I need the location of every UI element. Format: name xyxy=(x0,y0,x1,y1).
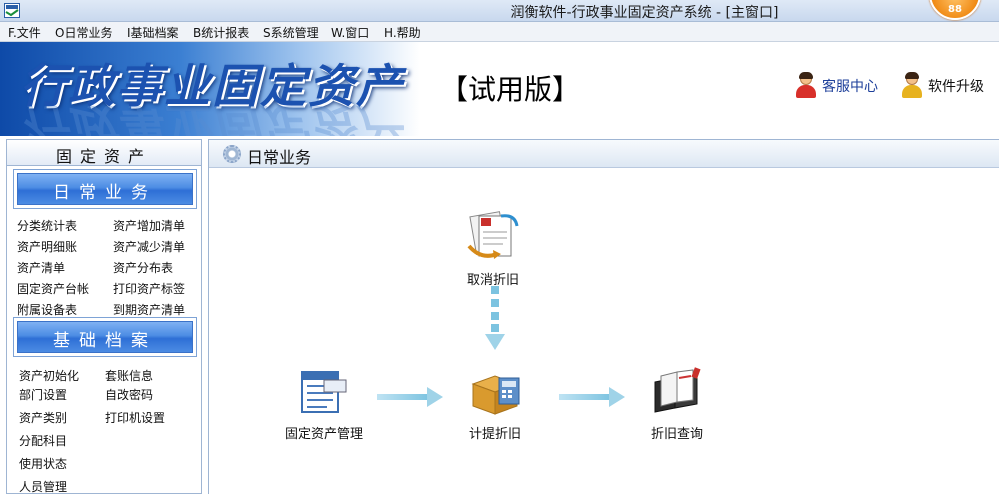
section-daily-label: 日常业务 xyxy=(17,173,193,205)
sidebar: 固定资产 日常业务 分类统计表 资产增加清单 资产明细账 资产减少清单 资产清单… xyxy=(6,139,202,494)
depreciation-query-label: 折旧查询 xyxy=(650,427,703,442)
upgrade-icon xyxy=(900,72,924,99)
trial-label: 【试用版】 xyxy=(440,73,581,106)
asset-management-icon xyxy=(301,371,347,413)
gear-icon xyxy=(223,145,241,163)
asset-management-node[interactable]: 固定资产管理 xyxy=(274,364,374,442)
depreciation-query-icon xyxy=(654,367,701,413)
link-asset-register[interactable]: 固定资产台帐 xyxy=(17,282,90,296)
link-assign-subject[interactable]: 分配科目 xyxy=(19,434,68,448)
accrue-depreciation-icon xyxy=(471,375,520,415)
link-asset-increase[interactable]: 资产增加清单 xyxy=(113,219,186,233)
depreciation-query-node[interactable]: 折旧查询 xyxy=(637,364,717,442)
section-archive-button[interactable]: 基础档案 xyxy=(13,317,197,357)
link-category-stats[interactable]: 分类统计表 xyxy=(17,219,78,233)
menu-file[interactable]: F.文件 xyxy=(8,26,41,40)
panel-title: 日常业务 xyxy=(247,148,312,167)
main-panel: 日常业务 取消折旧 xyxy=(208,139,999,494)
link-asset-category[interactable]: 资产类别 xyxy=(19,411,68,425)
link-account-info[interactable]: 套账信息 xyxy=(105,369,154,383)
link-asset-ledger[interactable]: 资产明细账 xyxy=(17,240,78,254)
link-change-password[interactable]: 自改密码 xyxy=(105,388,154,402)
link-usage-status[interactable]: 使用状态 xyxy=(19,457,68,471)
customer-service-link[interactable]: 客服中心 xyxy=(794,72,878,100)
link-asset-distribution[interactable]: 资产分布表 xyxy=(113,261,174,275)
accrue-depreciation-node[interactable]: 计提折旧 xyxy=(455,364,535,442)
link-asset-decrease[interactable]: 资产减少清单 xyxy=(113,240,186,254)
menu-system[interactable]: S系统管理 xyxy=(263,26,319,40)
menu-window[interactable]: W.窗口 xyxy=(331,26,370,40)
banner: 行政事业固定资产 行政事业固定资产 【试用版】 客服中心 软件升级 xyxy=(0,42,999,136)
upgrade-link[interactable]: 软件升级 xyxy=(900,72,984,100)
arrow-right-icon xyxy=(559,387,625,407)
product-logo: 行政事业固定资产 xyxy=(20,59,404,113)
product-logo-reflection: 行政事业固定资产 xyxy=(20,106,404,136)
link-accessory-table[interactable]: 附属设备表 xyxy=(17,303,78,317)
panel-header: 日常业务 xyxy=(209,140,999,168)
asset-management-label: 固定资产管理 xyxy=(284,427,363,442)
app-icon xyxy=(4,3,20,18)
accrue-depreciation-label: 计提折旧 xyxy=(468,427,521,442)
cancel-depreciation-label: 取消折旧 xyxy=(466,273,519,288)
arrow-down-icon xyxy=(485,286,505,352)
customer-service-icon xyxy=(794,72,818,99)
archive-links: 资产初始化 套账信息 部门设置 自改密码 资产类别 打印机设置 分配科目 使用状… xyxy=(7,357,201,494)
arrow-right-icon xyxy=(377,387,443,407)
customer-service-label: 客服中心 xyxy=(822,79,878,95)
menu-report[interactable]: B统计报表 xyxy=(193,26,250,40)
menu-help[interactable]: H.帮助 xyxy=(384,26,421,40)
link-personnel[interactable]: 人员管理 xyxy=(19,480,68,494)
daily-links: 分类统计表 资产增加清单 资产明细账 资产减少清单 资产清单 资产分布表 固定资… xyxy=(7,209,201,319)
link-print-labels[interactable]: 打印资产标签 xyxy=(113,282,186,296)
menu-archive[interactable]: I基础档案 xyxy=(127,26,179,40)
upgrade-label: 软件升级 xyxy=(928,79,984,95)
link-department[interactable]: 部门设置 xyxy=(19,388,68,402)
title-bar: 润衡软件-行政事业固定资产系统 - [主窗口] 88 xyxy=(0,0,999,22)
section-daily-button[interactable]: 日常业务 xyxy=(13,169,197,209)
link-asset-init[interactable]: 资产初始化 xyxy=(19,369,80,383)
window-title: 润衡软件-行政事业固定资产系统 - [主窗口] xyxy=(510,5,779,21)
link-expiring-assets[interactable]: 到期资产清单 xyxy=(113,303,186,317)
cancel-depreciation-icon xyxy=(467,211,519,259)
cancel-depreciation-node[interactable]: 取消折旧 xyxy=(453,210,533,288)
section-archive-label: 基础档案 xyxy=(17,321,193,353)
link-asset-list[interactable]: 资产清单 xyxy=(17,261,66,275)
workflow-area: 取消折旧 固定资产管理 xyxy=(209,168,999,494)
link-printer-setup[interactable]: 打印机设置 xyxy=(105,411,166,425)
menu-daily[interactable]: O日常业务 xyxy=(55,26,113,40)
menu-bar: F.文件 O日常业务 I基础档案 B统计报表 S系统管理 W.窗口 H.帮助 xyxy=(0,22,999,42)
sidebar-header: 固定资产 xyxy=(7,140,201,166)
